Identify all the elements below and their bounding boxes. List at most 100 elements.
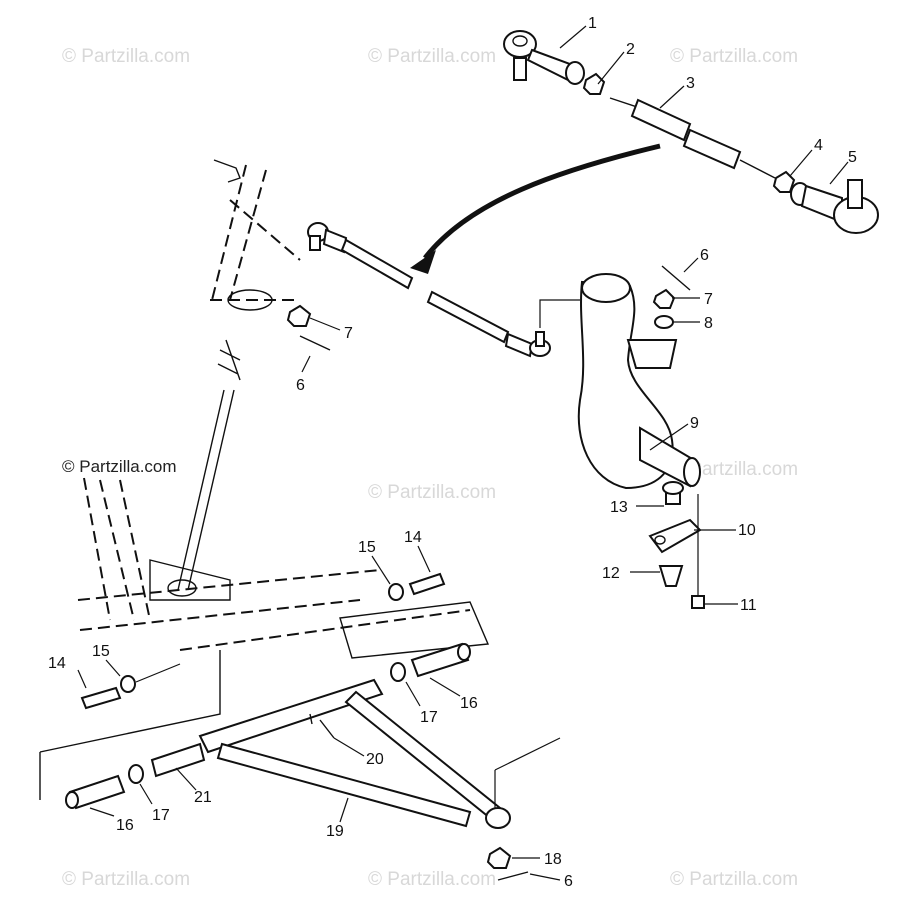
plate-hole: [654, 535, 666, 545]
adjuster-tube-b: [682, 128, 742, 170]
column-bearing: [227, 289, 273, 311]
spring: [217, 339, 241, 381]
leader-line: [309, 317, 341, 331]
bushing-16-right: [410, 642, 470, 678]
callout-label: 7: [344, 325, 353, 342]
watermark: © Partzilla.com: [670, 869, 798, 890]
frame-outline: [39, 477, 490, 800]
leader-line: [139, 783, 153, 805]
spindle-top-bore: [581, 273, 631, 303]
watermark: © Partzilla.com: [368, 482, 496, 503]
bolt-14-right: [408, 572, 446, 596]
callout-label: 1: [588, 15, 597, 32]
column-line: [211, 164, 247, 301]
leader-line: [405, 681, 421, 707]
leader-line: [429, 677, 461, 697]
a-arm-pivot-21: [150, 742, 206, 778]
watermark: © Partzilla.com: [670, 46, 798, 67]
callout-label: 16: [116, 817, 134, 834]
castle-nut: [286, 304, 312, 327]
arrow-head: [410, 250, 436, 274]
callout-label: 19: [326, 823, 344, 840]
watermark: © Partzilla.com: [62, 46, 190, 67]
washer-17-right: [390, 662, 406, 682]
tie-rod-tube-left: [340, 238, 414, 290]
leader-line: [89, 807, 115, 817]
leader-line: [829, 161, 849, 185]
leader-line: [789, 149, 813, 177]
callout-label: 4: [814, 137, 823, 154]
rod-end-hole: [512, 35, 528, 47]
steering-column: [177, 159, 301, 591]
upper-rod-end: [213, 159, 241, 183]
cotter-pin-6: [497, 871, 529, 881]
tie-rod-socket-right: [504, 332, 534, 358]
cotter-pin: [299, 335, 331, 351]
callout-label: 15: [358, 539, 376, 556]
rod-end-collar: [565, 61, 585, 85]
callout-label: 15: [92, 643, 110, 660]
a-arm: [150, 678, 561, 881]
column-line: [229, 169, 267, 301]
callout-leaders: [77, 25, 849, 881]
tie-rod-stud-left: [309, 235, 321, 251]
spindle: [539, 273, 701, 490]
leader-line: [135, 663, 181, 683]
column-line: [177, 389, 225, 591]
leader-line: [105, 659, 121, 677]
watermark-main: © Partzilla.com: [62, 457, 177, 476]
rod-end-stud: [513, 57, 527, 81]
leader-line: [597, 51, 625, 85]
column-bracket: [210, 199, 301, 301]
spindle-arm: [626, 339, 678, 369]
callout-label: 11: [740, 597, 757, 614]
washer-15-right: [388, 583, 404, 601]
frame-mount-line: [39, 650, 221, 753]
leader-line: [301, 355, 311, 373]
callout-label: 17: [152, 807, 170, 824]
frame-tube: [83, 477, 151, 621]
callout-label: 8: [704, 315, 713, 332]
washer-17-left: [128, 764, 144, 784]
callout-label: 21: [194, 789, 212, 806]
callout-label: 13: [610, 499, 628, 516]
callout-label: 9: [690, 415, 699, 432]
leader-line: [649, 423, 689, 451]
leader-line: [683, 257, 699, 273]
callout-label: 2: [626, 41, 635, 58]
spindle-axle-end: [683, 457, 701, 487]
bolt-14-left: [80, 686, 122, 710]
bolt-11: [691, 595, 705, 609]
ball-joint-12: [658, 565, 684, 587]
callout-label: 10: [738, 522, 756, 539]
a-arm-front-tube: [198, 678, 384, 754]
ball-joint-group: [648, 481, 705, 609]
leader-line: [333, 737, 365, 757]
bolt-head-13: [662, 481, 684, 495]
callout-label: 18: [544, 851, 562, 868]
callout-label: 16: [460, 695, 478, 712]
jam-nut: [582, 72, 606, 95]
washer: [654, 315, 674, 329]
callout-label: 6: [564, 873, 573, 890]
bushing-end: [65, 791, 79, 809]
a-arm-ball-socket: [485, 807, 511, 829]
nut-18: [486, 846, 512, 869]
leader-line: [175, 767, 197, 791]
callout-label: 5: [848, 149, 857, 166]
frame-rail: [77, 569, 471, 651]
arrow-shaft: [423, 143, 661, 260]
leader-line: [659, 85, 685, 109]
tie-rod-assembled: [286, 222, 551, 358]
callout-label: 7: [704, 291, 713, 308]
callout-label: 14: [404, 529, 422, 546]
leader-line: [529, 873, 561, 881]
watermark: © Partzilla.com: [62, 869, 190, 890]
hardware-mounts: [80, 572, 446, 710]
bushing-end: [457, 643, 471, 661]
tie-rod-tube-right: [426, 290, 510, 344]
rod-end-shank: [526, 48, 572, 82]
castle-nut: [652, 288, 676, 309]
leader-line: [339, 797, 349, 823]
